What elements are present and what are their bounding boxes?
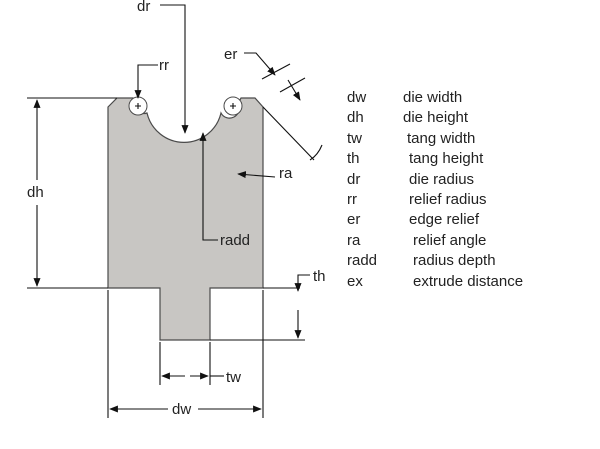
ra-leader: [237, 171, 276, 179]
legend-code: ra: [347, 231, 361, 249]
legend-code: th: [347, 150, 360, 168]
er-leader: [244, 52, 276, 76]
legend-description: die height: [403, 109, 469, 127]
legend-row: dr die radius: [347, 170, 523, 190]
parameter-legend: dw die width dh die height tw tang width th tan…: [347, 88, 523, 292]
relief-hole-right-center: [230, 103, 236, 109]
legend-code: ex: [347, 272, 363, 290]
legend-code: dr: [347, 170, 361, 188]
legend-description: tang height: [409, 150, 484, 168]
legend-row: ex extrude distance: [347, 272, 523, 292]
legend-description: relief radius: [409, 190, 487, 208]
radd-leader: [199, 132, 218, 241]
ra-arc: [309, 144, 323, 161]
th-label: th: [313, 268, 326, 285]
th-leader: [294, 274, 310, 292]
legend-code: tw: [347, 129, 362, 147]
dr-leader: [160, 4, 189, 134]
legend-description: radius depth: [413, 252, 496, 270]
legend-code: er: [347, 211, 361, 229]
legend-code: dw: [347, 89, 367, 106]
legend-code: dh: [347, 109, 364, 127]
radd-label: radd: [220, 232, 250, 249]
dh-label: dh: [27, 184, 44, 201]
legend-description: tang width: [407, 129, 476, 147]
legend-description: die radius: [409, 170, 475, 188]
legend-code: rr: [347, 190, 357, 208]
legend-row: dh die height: [347, 108, 523, 128]
dw-label: dw: [172, 401, 191, 418]
legend-description: extrude distance: [413, 272, 524, 290]
er-label: er: [224, 46, 237, 63]
legend-description: relief angle: [413, 231, 487, 249]
er-extension-inner: [279, 77, 306, 93]
die-body: [107, 97, 264, 341]
legend-row: er edge relief: [347, 210, 523, 230]
rr-leader: [134, 64, 158, 99]
tw-label: tw: [226, 369, 241, 386]
legend-row: rr relief radius: [347, 190, 523, 210]
legend-code: radd: [347, 252, 378, 270]
legend-row: th tang height: [347, 149, 523, 169]
legend-row: radd radius depth: [347, 251, 523, 271]
ra-line: [262, 106, 315, 161]
relief-hole-left-center: [135, 103, 141, 109]
legend-description: edge relief: [409, 211, 480, 229]
er-extension-outer: [261, 63, 291, 80]
dr-label: dr: [137, 0, 150, 15]
ra-label: ra: [279, 165, 293, 182]
er-arrow-inner: [287, 79, 301, 101]
legend-row: dw die width: [347, 88, 523, 108]
rr-label: rr: [159, 57, 169, 74]
legend-row: ra relief angle: [347, 231, 523, 251]
legend-row: tw tang width: [347, 129, 523, 149]
legend-description: die width: [403, 89, 463, 106]
